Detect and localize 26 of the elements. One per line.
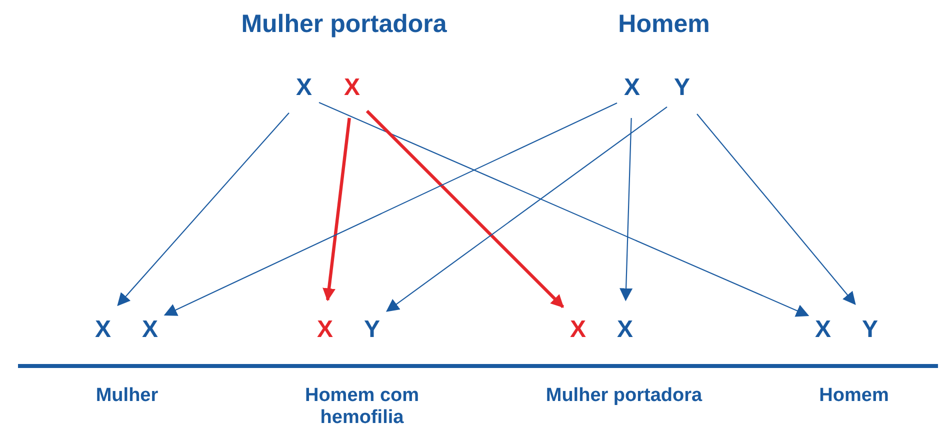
allele-letter: X xyxy=(344,74,360,102)
allele-letter: Y xyxy=(364,316,380,344)
offspring-label: Mulher portadora xyxy=(544,385,704,407)
arrow xyxy=(322,118,351,302)
arrow xyxy=(164,102,618,316)
allele-letter: Y xyxy=(674,74,690,102)
offspring-label: Homem xyxy=(818,385,890,407)
allele-letter: X xyxy=(142,316,158,344)
allele-letter: X xyxy=(624,74,640,102)
parent-heading: Mulher portadora xyxy=(240,10,448,39)
arrow xyxy=(696,114,856,305)
arrow xyxy=(117,112,290,306)
arrow xyxy=(366,110,564,308)
arrow xyxy=(318,102,810,317)
allele-letter: X xyxy=(570,316,586,344)
allele-letter: X xyxy=(296,74,312,102)
offspring-label: Homem com hemofilia xyxy=(304,385,420,429)
parent-heading: Homem xyxy=(617,10,711,39)
allele-letter: X xyxy=(616,316,633,344)
allele-letter: X xyxy=(316,316,333,344)
allele-letter: X xyxy=(814,316,831,344)
arrow xyxy=(386,106,668,312)
offspring-label: Mulher xyxy=(94,385,160,407)
allele-letter: X xyxy=(94,316,111,344)
arrow xyxy=(620,118,633,302)
allele-letter: Y xyxy=(862,316,878,344)
